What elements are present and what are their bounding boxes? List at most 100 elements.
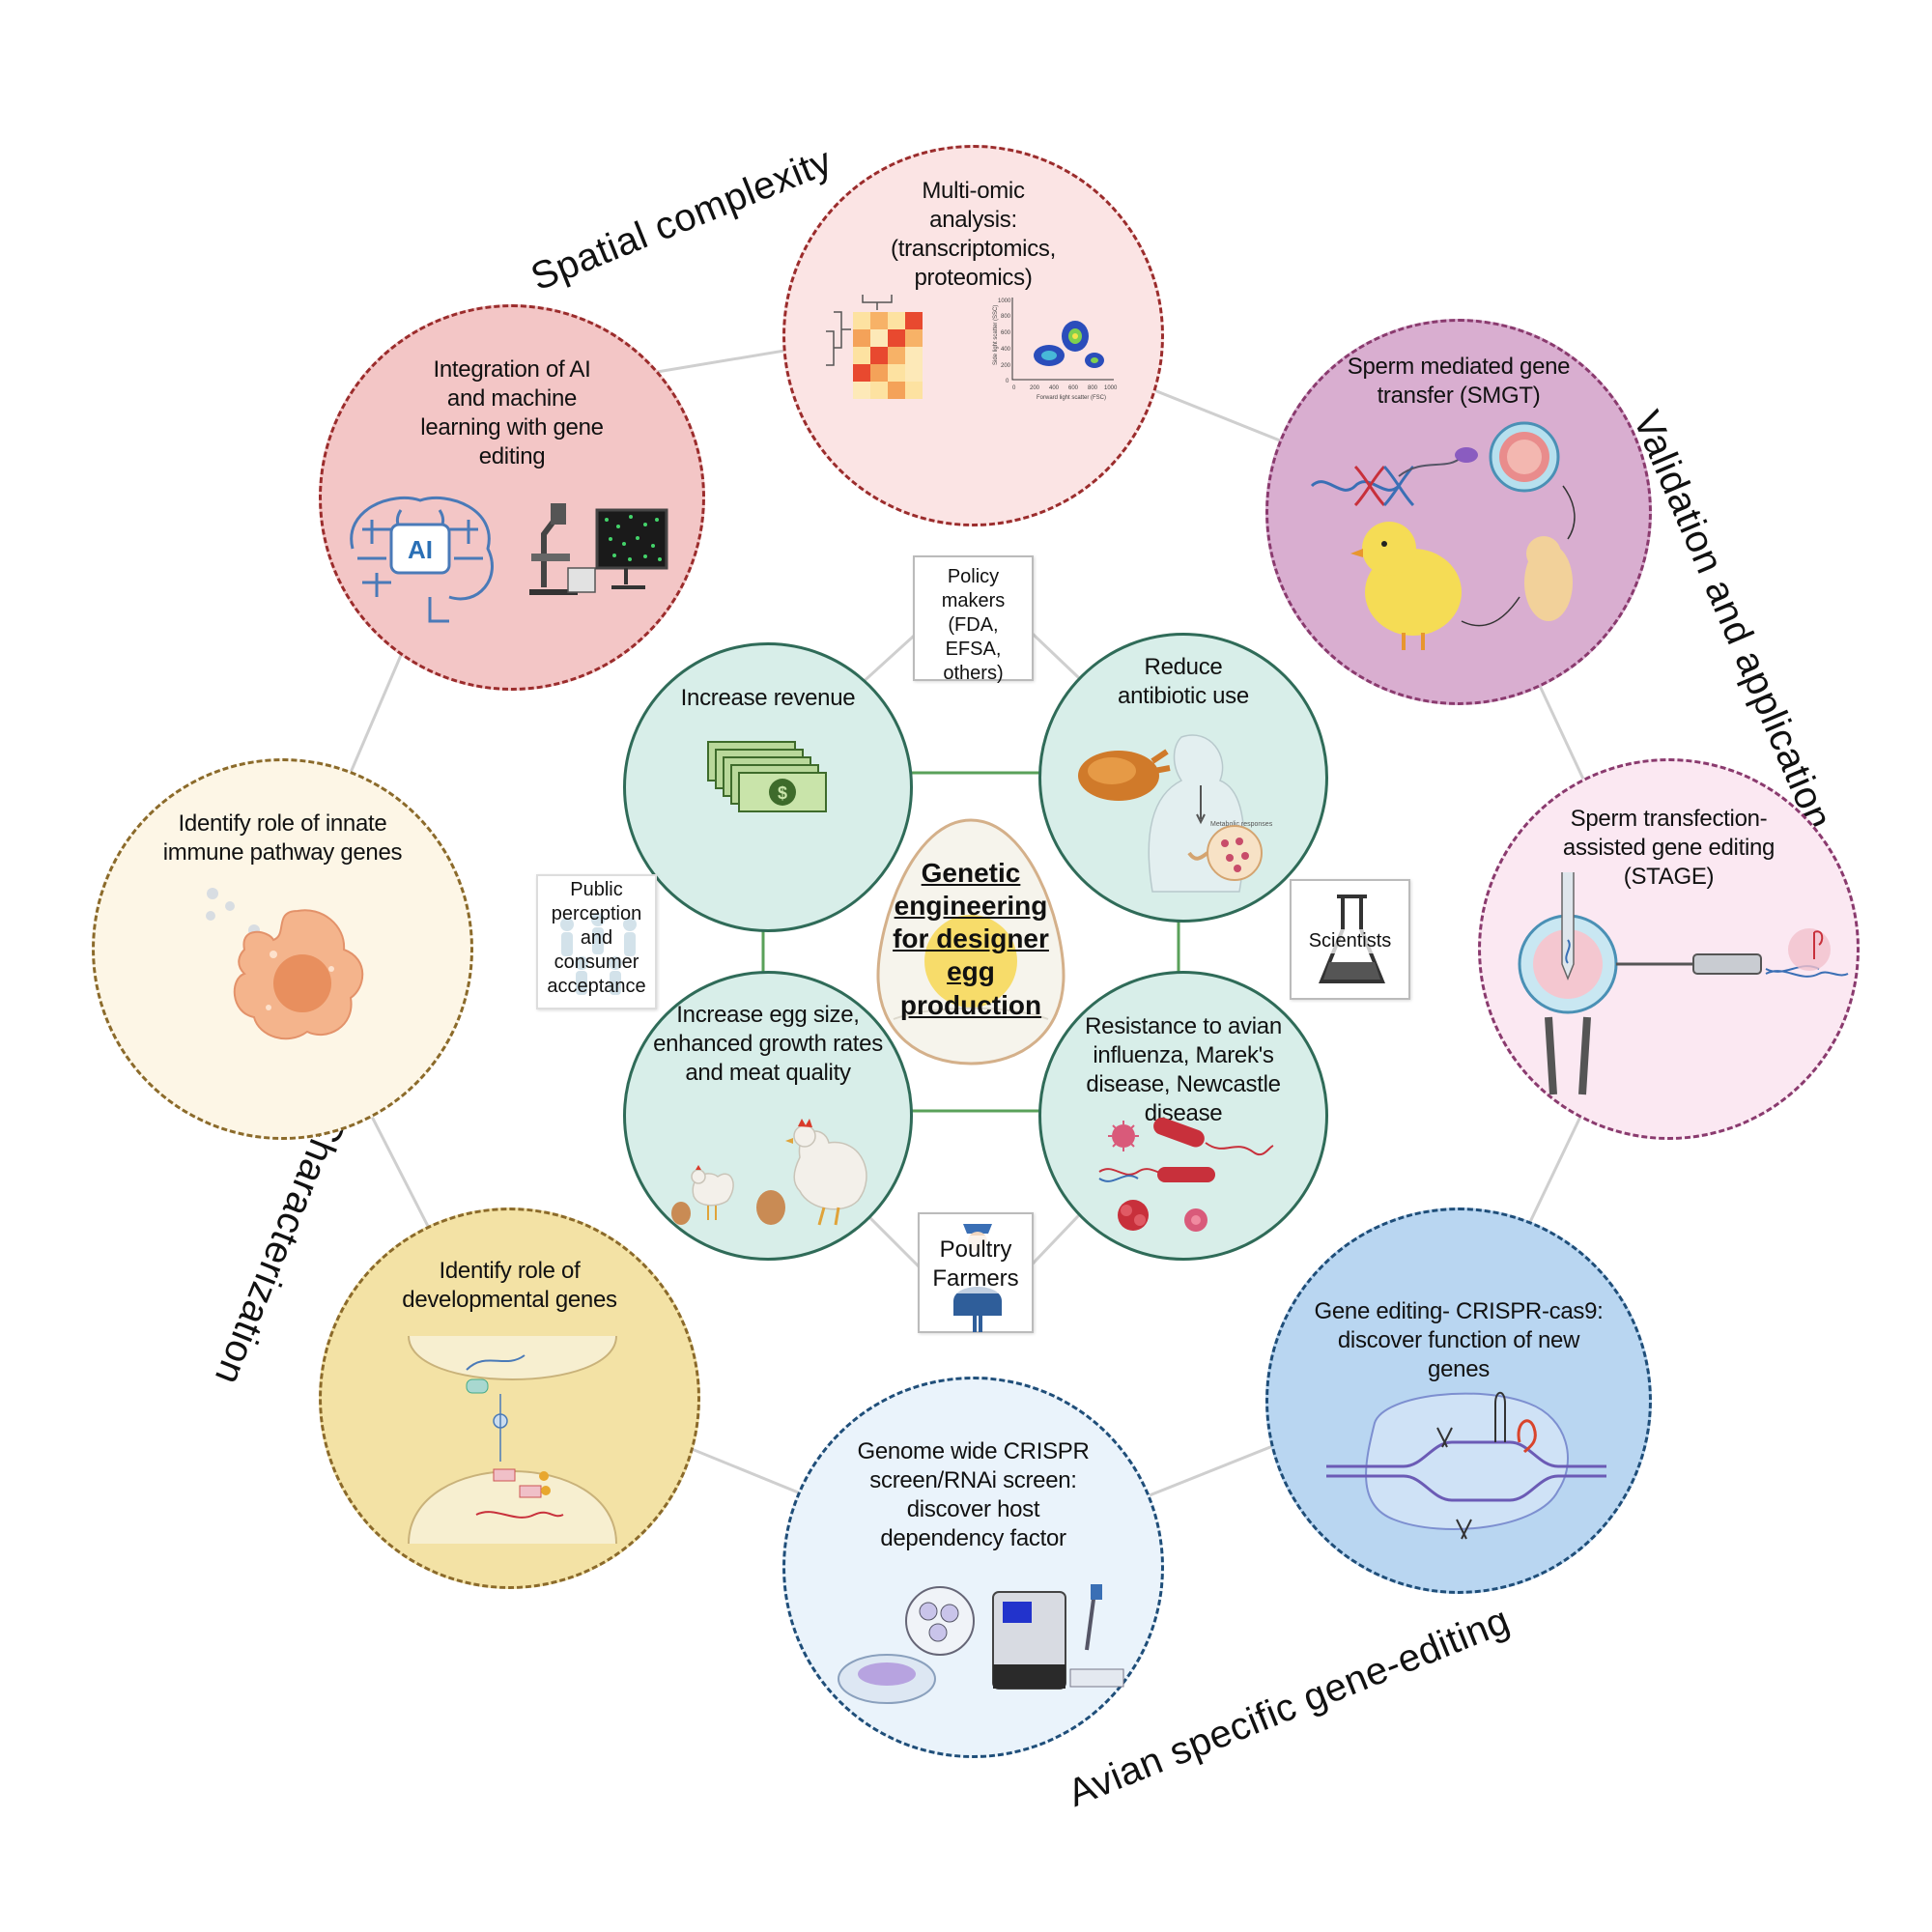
public-line-5: acceptance: [547, 976, 646, 997]
revenue-line-1: Increase revenue: [680, 685, 856, 711]
scatter-y-tick-0: 0: [1006, 379, 1009, 384]
stakeholder-poultry-farmers[interactable]: Poultry Farmers: [918, 1212, 1034, 1333]
developmental-line-1: Identify role of: [439, 1258, 581, 1284]
node-ai-integration[interactable]: Integration of AI and machine learning w…: [319, 304, 705, 691]
node-multi-omic[interactable]: Multi-omic analysis: (transcriptomics, p…: [782, 145, 1164, 526]
farmers-line-2: Farmers: [932, 1265, 1019, 1292]
node-reduce-antibiotic[interactable]: Reduce antibiotic use Metabolic response…: [1038, 633, 1328, 923]
scatter-ylabel: Side light scatter (SSC): [993, 305, 999, 365]
genome-screen-line-1: Genome wide CRISPR: [857, 1438, 1090, 1464]
flask-icon: [1319, 895, 1385, 983]
node-increase-revenue[interactable]: Increase revenue $: [623, 642, 913, 932]
scatter-y-tick-1000: 1000: [998, 298, 1011, 304]
pathogens-icon: [1098, 1117, 1274, 1232]
egg-size-line-1: Increase egg size,: [676, 1002, 860, 1028]
center-title-line-1: Genetic: [921, 858, 1021, 888]
scatter-x-tick-600: 600: [1068, 385, 1079, 391]
policy-line-5: others): [943, 663, 1004, 684]
scatter-y-tick-400: 400: [1001, 347, 1011, 353]
innate-line-2: immune pathway genes: [162, 839, 403, 866]
public-line-4: consumer: [554, 952, 639, 973]
scatter-y-tick-800: 800: [1001, 314, 1011, 320]
node-innate-immune[interactable]: Identify role of innate immune pathway g…: [92, 758, 473, 1140]
innate-line-1: Identify role of innate: [178, 810, 387, 837]
scatter-y-tick-600: 600: [1001, 330, 1011, 336]
microinjection-icon: [1518, 872, 1849, 1095]
developmental-line-2: developmental genes: [402, 1287, 617, 1313]
public-line-2: perception: [551, 903, 642, 924]
screening-lab-equipment-icon: [838, 1584, 1124, 1704]
node-developmental-genes[interactable]: Identify role of developmental genes: [319, 1208, 700, 1589]
stakeholder-scientists[interactable]: Scientists: [1290, 879, 1410, 1000]
heatmap-dendrogram-icon: [826, 295, 923, 399]
node-crispr-cas9[interactable]: Gene editing- CRISPR-cas9: discover func…: [1265, 1208, 1652, 1594]
center-egg: Genetic engineering for designer egg pro…: [874, 816, 1067, 1067]
node-smgt[interactable]: Sperm mediated gene transfer (SMGT): [1265, 319, 1652, 705]
center-title-line-3: for designer: [893, 923, 1049, 954]
scatter-x-tick-200: 200: [1030, 385, 1040, 391]
center-title-line-4: egg: [947, 956, 995, 987]
scatter-x-tick-400: 400: [1049, 385, 1060, 391]
egg-size-line-2: enhanced growth rates: [653, 1031, 883, 1057]
scatter-xlabel: Forward light scatter (FSC): [1037, 395, 1106, 401]
policy-line-2: makers: [941, 590, 1006, 611]
node-disease-resistance[interactable]: Resistance to avian influenza, Marek's d…: [1038, 971, 1328, 1261]
stakeholder-public[interactable]: Public perception and consumer acceptanc…: [536, 874, 657, 1009]
microscope-monitor-icon: [529, 503, 668, 595]
node-stage[interactable]: Sperm transfection- assisted gene editin…: [1478, 758, 1860, 1140]
node-genome-screen[interactable]: Genome wide CRISPR screen/RNAi screen: d…: [782, 1377, 1164, 1758]
ai-line-3: learning with gene: [420, 414, 604, 440]
macrophage-cell-icon: [206, 888, 364, 1040]
people-group-icon: [560, 913, 637, 995]
multi-omic-line-3: (transcriptomics,: [891, 236, 1056, 262]
multi-omic-line-2: analysis:: [929, 207, 1017, 233]
scientists-label: Scientists: [1292, 929, 1408, 953]
svg-text:$: $: [778, 783, 787, 803]
genome-screen-line-2: screen/RNAi screen:: [869, 1467, 1077, 1493]
scatter-x-tick-0: 0: [1012, 385, 1016, 391]
genome-screen-line-4: dependency factor: [880, 1525, 1066, 1551]
scatter-x-tick-1000: 1000: [1104, 385, 1118, 391]
node-egg-size[interactable]: Increase egg size, enhanced growth rates…: [623, 971, 913, 1261]
cell-signaling-icon: [408, 1335, 617, 1545]
antibiotic-line-2: antibiotic use: [1118, 683, 1249, 709]
policy-line-1: Policy: [947, 566, 1000, 587]
ai-brain-circuit-icon: AI: [350, 496, 494, 623]
ai-line-1: Integration of AI: [433, 356, 591, 383]
egg-icon: [876, 818, 1065, 1065]
metabolic-responses-label: Metabolic responses: [1210, 821, 1273, 828]
sperm-embryo-cycle-icon: [1310, 421, 1576, 650]
resistance-line-1: Resistance to avian: [1085, 1013, 1282, 1039]
smgt-line-1: Sperm mediated gene: [1347, 354, 1571, 380]
policy-line-4: EFSA,: [945, 639, 1002, 660]
egg-size-line-3: and meat quality: [685, 1060, 851, 1086]
policy-line-3: (FDA,: [948, 614, 999, 636]
farmers-line-1: Poultry: [939, 1236, 1012, 1263]
stage-line-1: Sperm transfection-: [1570, 806, 1768, 832]
ai-line-2: and machine: [446, 385, 578, 412]
resistance-line-2: influenza, Marek's: [1093, 1042, 1274, 1068]
chickens-eggs-icon: [671, 1119, 867, 1226]
multi-omic-line-4: proteomics): [914, 265, 1033, 291]
roast-chicken-human-icon: Metabolic responses: [1078, 734, 1273, 893]
flow-cytometry-plot-icon: 1000 800 600 400 200 0 0 200 400 600 800…: [993, 298, 1118, 401]
multi-omic-line-1: Multi-omic: [922, 178, 1025, 204]
scatter-y-tick-200: 200: [1001, 363, 1011, 369]
scatter-x-tick-800: 800: [1088, 385, 1098, 391]
public-line-3: and: [580, 927, 613, 949]
center-title-line-5: production: [899, 989, 1042, 1020]
stage-line-3: (STAGE): [1623, 864, 1715, 890]
money-stack-icon: $: [707, 741, 827, 812]
ai-badge-text: AI: [408, 535, 433, 564]
center-title-line-2: engineering: [894, 891, 1048, 922]
crispr-cas9-line-2: discover function of new genes: [1337, 1327, 1580, 1382]
resistance-line-3: disease, Newcastle: [1086, 1071, 1281, 1097]
antibiotic-line-1: Reduce: [1144, 654, 1223, 680]
public-line-1: Public: [570, 879, 623, 900]
stage-line-2: assisted gene editing: [1562, 835, 1776, 861]
ai-line-4: editing: [478, 443, 546, 469]
genome-screen-line-3: discover host: [906, 1496, 1040, 1522]
crispr-cas9-line-1: Gene editing- CRISPR-cas9:: [1314, 1298, 1604, 1324]
stakeholder-policy-makers[interactable]: Policy makers (FDA, EFSA, others): [913, 555, 1034, 684]
